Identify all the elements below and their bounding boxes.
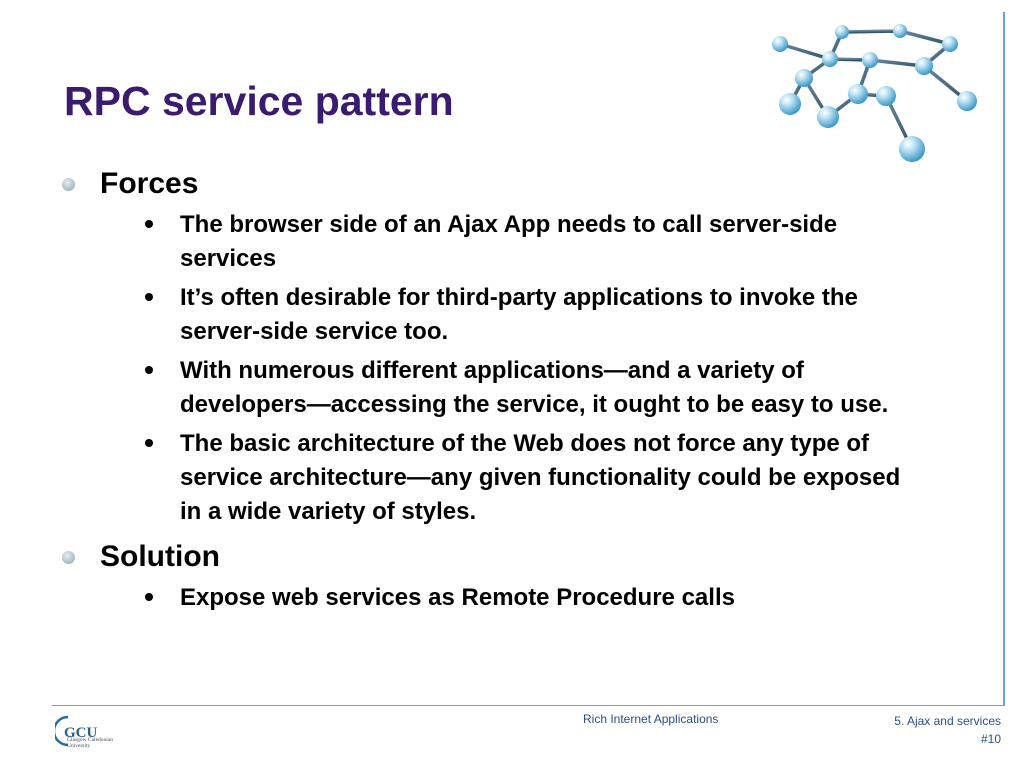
- bullet-icon: [62, 551, 75, 564]
- bullet-dot-icon: [145, 439, 153, 447]
- section-heading: Forces: [100, 167, 199, 200]
- list-item: The basic architecture of the Web does n…: [100, 427, 920, 529]
- footer-right: 5. Ajax and services #10: [894, 712, 1001, 748]
- bullet-dot-icon: [145, 293, 153, 301]
- slide-body: Forces The browser side of an Ajax App n…: [60, 164, 970, 623]
- list-item: With numerous different applications—and…: [100, 354, 920, 422]
- footer-divider-line: [52, 705, 1005, 706]
- list-item: Expose web services as Remote Procedure …: [100, 581, 920, 615]
- right-border-line: [1003, 12, 1005, 706]
- section-forces: Forces The browser side of an Ajax App n…: [60, 164, 970, 529]
- bullet-dot-icon: [145, 593, 153, 601]
- section-solution: Solution Expose web services as Remote P…: [60, 537, 970, 615]
- bullet-list: The browser side of an Ajax App needs to…: [100, 208, 970, 529]
- bullet-icon: [62, 178, 75, 191]
- list-item: It’s often desirable for third-party app…: [100, 281, 920, 349]
- molecule-network-icon: [772, 24, 977, 162]
- gcu-logo: GCU: [55, 715, 98, 747]
- bullet-dot-icon: [145, 220, 153, 228]
- bullet-list: Expose web services as Remote Procedure …: [100, 581, 970, 615]
- bullet-dot-icon: [145, 366, 153, 374]
- logo-caption: Glasgow Caledonian University: [67, 737, 113, 749]
- footer-section: 5. Ajax and services: [894, 714, 1001, 728]
- footer-page-number: #10: [980, 732, 1001, 746]
- slide-title: RPC service pattern: [64, 78, 454, 124]
- logo-mark: GCU: [64, 725, 98, 741]
- list-item: The browser side of an Ajax App needs to…: [100, 208, 920, 276]
- footer-course: Rich Internet Applications: [583, 712, 719, 726]
- section-heading: Solution: [100, 540, 220, 573]
